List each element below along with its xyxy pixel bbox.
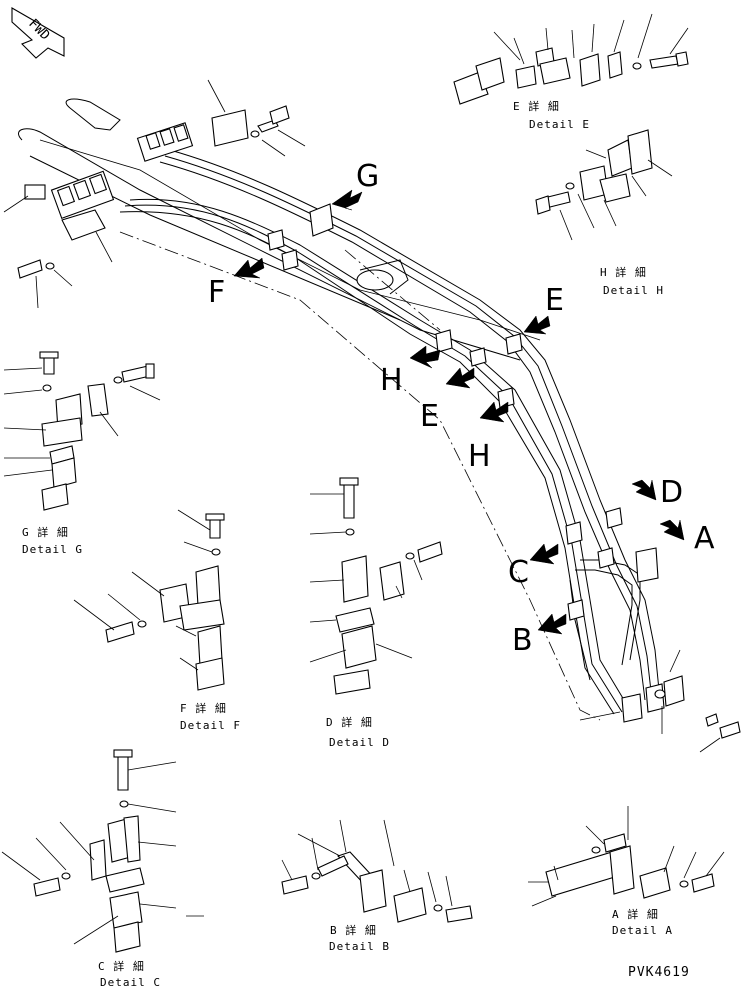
detail-d: D 詳 細 Detail D <box>309 477 443 749</box>
valve-block-front <box>3 170 115 241</box>
detail-g-en: Detail G <box>22 543 83 556</box>
view-letter-e: E <box>545 283 564 318</box>
detail-a-jp: A 詳 細 <box>612 907 659 921</box>
detail-g: G 詳 細 Detail G <box>3 351 161 556</box>
detail-h-jp: H 詳 細 <box>600 265 647 279</box>
detail-e: E 詳 細 Detail E <box>453 13 689 131</box>
view-letter-h2: H <box>468 439 491 474</box>
detail-h: H 詳 細 Detail H <box>535 129 673 297</box>
detail-c-en: Detail C <box>100 976 161 989</box>
view-letters: G F E H E H D A C B <box>208 159 715 658</box>
detail-a: A 詳 細 Detail A <box>528 806 725 937</box>
fwd-marker: FWD <box>11 7 65 59</box>
view-letter-c: C <box>508 555 529 590</box>
detail-f-jp: F 詳 細 <box>180 701 227 715</box>
view-letter-b: B <box>512 623 533 658</box>
detail-d-en: Detail D <box>329 736 390 749</box>
valve-block-upper <box>17 79 306 309</box>
detail-a-en: Detail A <box>612 924 673 937</box>
detail-b-jp: B 詳 細 <box>330 923 377 937</box>
detail-f-en: Detail F <box>180 719 241 732</box>
view-letter-g: G <box>356 159 379 194</box>
boom-clamps <box>267 203 741 753</box>
boom-hose-assembly <box>3 79 741 753</box>
view-letter-a: A <box>694 521 715 556</box>
view-letter-d: D <box>660 475 683 510</box>
detail-b-en: Detail B <box>329 940 390 953</box>
detail-c: C 詳 細 Detail C <box>1 749 204 989</box>
detail-c-jp: C 詳 細 <box>98 959 145 973</box>
detail-f: F 詳 細 Detail F <box>73 509 241 732</box>
detail-d-jp: D 詳 細 <box>326 715 373 729</box>
view-letter-e2: E <box>420 399 439 434</box>
detail-e-jp: E 詳 細 <box>513 99 560 113</box>
view-arrows <box>233 189 685 635</box>
detail-h-en: Detail H <box>603 284 664 297</box>
detail-g-jp: G 詳 細 <box>22 525 69 539</box>
view-letter-f: F <box>208 275 225 310</box>
detail-b: B 詳 細 Detail B <box>281 819 473 953</box>
view-letter-h: H <box>380 363 403 398</box>
detail-e-en: Detail E <box>529 118 590 131</box>
drawing-number: PVK4619 <box>628 965 690 980</box>
